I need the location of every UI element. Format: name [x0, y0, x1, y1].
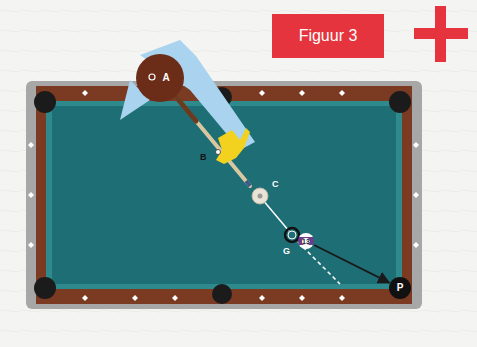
diamond [259, 90, 265, 96]
bridge-point [216, 150, 221, 155]
cue-ball [252, 188, 268, 204]
node-text: A [162, 73, 169, 83]
diamond [339, 295, 345, 301]
head [136, 54, 184, 102]
diamond [28, 142, 34, 148]
diamond [299, 90, 305, 96]
cue-tip [246, 181, 250, 186]
diamond [82, 295, 88, 301]
cue-ball-label: C [272, 180, 279, 189]
node-text: 13 [302, 238, 310, 245]
diamond [413, 192, 419, 198]
ghost-ball-label: G [283, 247, 290, 256]
diamond [172, 295, 178, 301]
cue-ball-dot [258, 194, 263, 199]
shot-arrow [314, 245, 389, 283]
node-text: P [397, 283, 404, 293]
diamond [339, 90, 345, 96]
diamond [413, 242, 419, 248]
ghost-ball-ring [288, 231, 296, 239]
aim-line [262, 199, 289, 231]
hand [216, 128, 250, 164]
cue-butt [172, 92, 196, 121]
diamond [132, 295, 138, 301]
red-cross [414, 6, 468, 62]
player-head: A [136, 54, 184, 102]
ghost-ball [285, 228, 299, 242]
table-cloth [52, 106, 396, 284]
eye-marker [149, 74, 155, 80]
diamond [82, 90, 88, 96]
object-ball: 13 [298, 233, 314, 249]
node-text: Figuur 3 [299, 28, 358, 44]
bridge-label: B [200, 153, 207, 162]
diamond [28, 192, 34, 198]
diamond [28, 242, 34, 248]
figure-banner: Figuur 3 [272, 14, 384, 58]
diamond [259, 295, 265, 301]
target-pocket: P [389, 277, 411, 299]
diamond [413, 142, 419, 148]
diamond [299, 295, 305, 301]
